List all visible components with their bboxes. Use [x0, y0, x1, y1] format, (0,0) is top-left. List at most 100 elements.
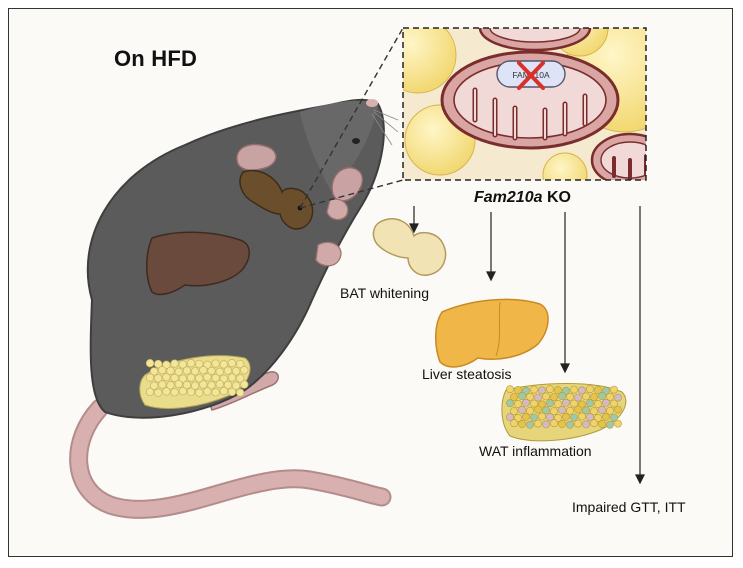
adipocyte-dot [578, 386, 586, 395]
adipocyte-dot [195, 388, 204, 397]
mitochondria-inset: FAM210A [402, 27, 647, 181]
adipocyte-dot [586, 399, 594, 408]
adipocyte-dot [166, 381, 175, 390]
adipocyte-dot [578, 412, 586, 421]
adipocyte-dot [530, 399, 538, 408]
adipocyte-dot [170, 359, 179, 368]
adipocyte-dot [570, 385, 578, 394]
adipocyte-dot [510, 407, 518, 416]
adipocyte-dot [602, 398, 610, 407]
adipocyte-dot [506, 413, 514, 422]
mitochondrion-top [478, 28, 592, 52]
adipocyte-dot [594, 386, 602, 394]
adipocyte-dot [199, 380, 208, 389]
adipocyte-dot [145, 359, 155, 368]
adipocyte-dot [149, 381, 159, 390]
adipocyte-dot [158, 380, 167, 389]
adipocyte-dot [219, 360, 228, 369]
mouse-ear-back [236, 143, 277, 171]
adipocyte-dot [570, 399, 578, 408]
adipocyte-dot [162, 387, 171, 396]
adipocyte-dot [558, 406, 566, 414]
adipocyte-dot [211, 359, 220, 368]
wat-depot-in-mouse [139, 355, 251, 409]
adipocyte-dot [170, 373, 179, 383]
adipocyte-dot [170, 388, 179, 397]
adipocyte-dot [606, 420, 614, 429]
phenotype-liver-steatosis: Liver steatosis [422, 366, 512, 382]
adipocyte-dot [526, 406, 534, 415]
mouse-whiskers [371, 109, 399, 146]
mitochondrion-center [440, 50, 620, 150]
bat-depot-in-mouse [239, 169, 314, 230]
adipocyte-dot [190, 367, 200, 376]
adipocyte-dot [594, 414, 602, 422]
adipocyte-dot [195, 374, 204, 383]
adipocyte-dot [534, 393, 542, 402]
arrow-to-gtt [635, 206, 645, 485]
knockout-suffix: KO [542, 189, 571, 206]
adipocyte-dot [174, 367, 183, 376]
adipocyte-dot [614, 405, 622, 414]
adipocyte-dot [514, 414, 522, 422]
adipocyte-dot [590, 419, 598, 428]
adipocyte-dot [554, 386, 562, 394]
adipocyte-dot [550, 419, 558, 428]
zoom-line-lower [299, 179, 404, 209]
adipocyte-dot [530, 413, 538, 422]
adipocyte-dot [566, 420, 574, 429]
mouse-nose [366, 99, 378, 107]
phenotype-impaired-gtt-itt: Impaired GTT, ITT [572, 499, 686, 515]
adipocyte-dot [215, 379, 224, 389]
adipocyte-dot [199, 366, 208, 375]
adipocyte-dot [211, 388, 220, 397]
knockout-label: Fam210a KO [474, 189, 571, 207]
adipocyte-dot [178, 386, 187, 396]
arrow-to-bat [409, 206, 419, 234]
adipocyte-dot [510, 393, 518, 402]
adipocyte-dot [518, 406, 526, 414]
adipocyte-dot [534, 405, 542, 414]
adipocyte-dot [178, 360, 187, 369]
adipocyte-dot [203, 372, 212, 382]
adipocyte-dot [538, 386, 546, 395]
adipocyte-dot [534, 419, 542, 428]
adipocyte-dot [558, 420, 566, 428]
adipocyte-dot [598, 420, 606, 428]
mouse-eye [352, 138, 360, 144]
adipocyte-dot [227, 387, 237, 397]
adipocyte-dot [582, 420, 590, 429]
adipocyte-dot [594, 400, 602, 408]
zoom-line-upper [299, 27, 404, 209]
adipocyte-dot [215, 367, 224, 376]
adipocyte-dot [203, 387, 212, 396]
adipocyte-dot [236, 359, 245, 369]
adipocyte-dot [145, 387, 155, 397]
adipocyte-dot [602, 412, 610, 421]
adipocyte-dot [240, 366, 249, 375]
adipocyte-dot [195, 359, 204, 369]
adipocyte-dot [606, 406, 614, 415]
adipocyte-dot [522, 386, 530, 395]
adipocyte-dot [542, 420, 550, 429]
adipocyte-dot [526, 392, 534, 401]
adipocyte-dot [574, 419, 582, 428]
adipocyte-dot [162, 372, 171, 382]
adipocyte-dot [582, 392, 590, 401]
adipocyte-dot [219, 386, 228, 396]
adipocyte-dot [514, 400, 522, 408]
steatotic-liver-icon [435, 298, 549, 368]
adipocyte-dot [566, 406, 574, 415]
adipocyte-dot [506, 385, 514, 394]
adipocyte-dot [510, 419, 518, 428]
adipocyte-dot [610, 399, 618, 408]
adipocyte-dot [598, 406, 606, 414]
adipocyte-dot [550, 407, 558, 416]
adipocyte-dot [550, 393, 558, 402]
arrow-to-liver [486, 212, 496, 282]
adipocyte-dot [574, 393, 582, 402]
adipocyte-dot [190, 381, 200, 390]
adipocyte-dot [231, 381, 241, 390]
inflamed-wat-icon [501, 383, 627, 442]
adipocyte-dot [554, 400, 562, 408]
